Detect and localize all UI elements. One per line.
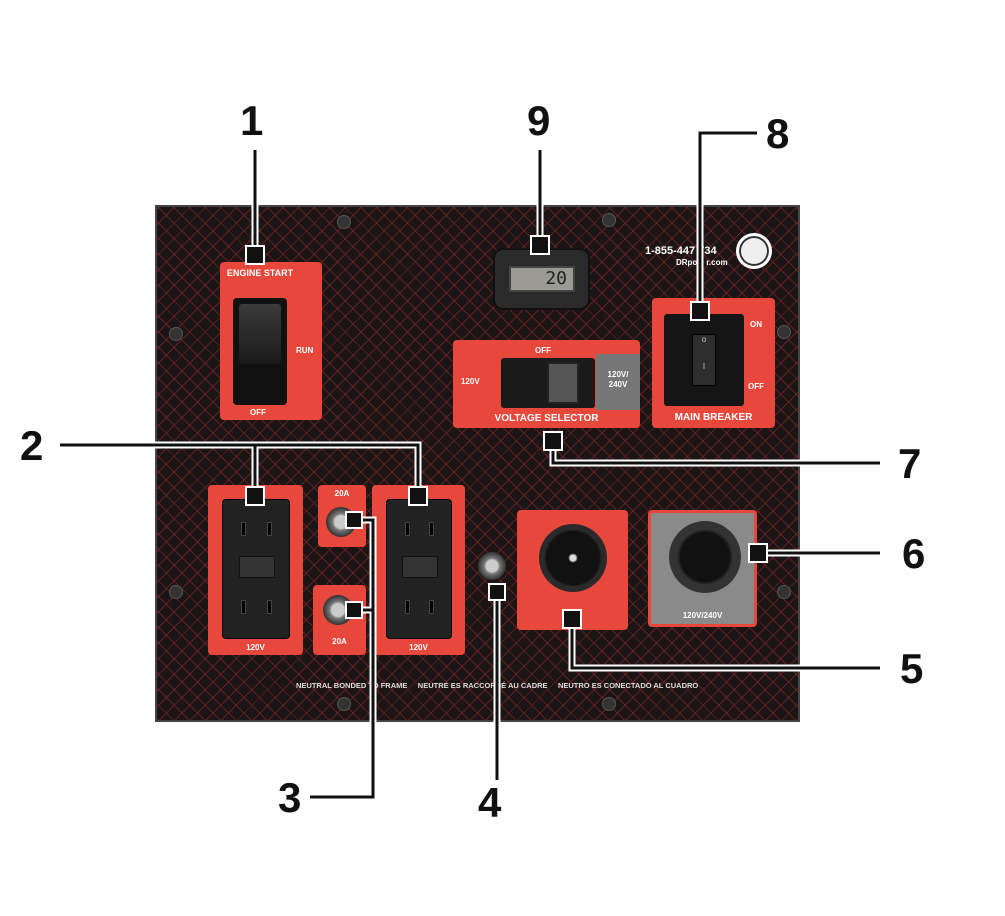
voltage-selector-switch[interactable] bbox=[501, 358, 595, 408]
screw bbox=[777, 585, 791, 599]
callout-1: 1 bbox=[240, 97, 264, 144]
callout-2: 2 bbox=[20, 422, 44, 469]
callout-3: 3 bbox=[278, 774, 302, 821]
callout-8: 8 bbox=[766, 110, 790, 157]
engine-start-label: ENGINE START bbox=[226, 268, 294, 278]
screw bbox=[602, 697, 616, 711]
left-gfci-outlet[interactable] bbox=[222, 499, 290, 639]
breaker-on-label: ON bbox=[750, 320, 762, 329]
right-outlet-voltage: 120V bbox=[409, 643, 428, 652]
hour-meter-display: 20 bbox=[509, 266, 575, 292]
callout-9: 9 bbox=[527, 97, 551, 144]
off-label: OFF bbox=[250, 408, 266, 417]
voltage-120-240v-label: 120V/ 240V bbox=[607, 370, 629, 389]
breaker-off-label: OFF bbox=[748, 382, 764, 391]
callout-5: 5 bbox=[900, 645, 924, 692]
breaker-20a-top-plate: 20A bbox=[318, 485, 366, 547]
phone-number-start: 1-855-447 bbox=[645, 245, 696, 257]
breaker-bottom-rating: 20A bbox=[332, 637, 347, 646]
left-outlet-plate: 120V bbox=[208, 485, 303, 655]
voltage-off-label: OFF bbox=[535, 346, 551, 355]
screw bbox=[169, 585, 183, 599]
ground-terminal[interactable] bbox=[478, 552, 506, 580]
main-breaker-label: MAIN BREAKER bbox=[674, 412, 753, 423]
phone-support-icon bbox=[736, 233, 772, 269]
callout-4: 4 bbox=[478, 779, 502, 826]
callout-6: 6 bbox=[902, 530, 926, 577]
screw bbox=[337, 697, 351, 711]
voltage-selector-label: VOLTAGE SELECTOR bbox=[494, 413, 599, 424]
twist-lock-30a-receptacle[interactable] bbox=[539, 524, 607, 592]
screw bbox=[337, 215, 351, 229]
run-label: RUN bbox=[296, 346, 314, 355]
engine-start-plate: ENGINE START RUN OFF bbox=[220, 262, 322, 420]
breaker-top-rating: 20A bbox=[334, 489, 350, 498]
hour-meter: 20 bbox=[493, 248, 590, 310]
neutral-bonding-notice: NEUTRAL BONDED TO FRAME NEUTRE ES RACCOR… bbox=[296, 681, 699, 690]
twist-lock-240v-label: 120V/240V bbox=[682, 611, 723, 620]
voltage-120v-label: 120V bbox=[461, 377, 480, 386]
callout-7: 7 bbox=[898, 440, 922, 487]
twist-lock-240v-plate: 120V/240V bbox=[648, 510, 757, 627]
screw bbox=[602, 213, 616, 227]
breaker-20a-bottom-plate: 20A bbox=[313, 585, 366, 655]
left-outlet-voltage: 120V bbox=[246, 643, 265, 652]
voltage-selector-plate: OFF 120V 120V/ 240V VOLTAGE SELECTOR bbox=[453, 340, 640, 428]
twist-lock-240v-receptacle[interactable] bbox=[669, 521, 741, 593]
website: DRpo r.com bbox=[676, 258, 728, 267]
engine-rocker-switch[interactable] bbox=[233, 298, 287, 405]
screw bbox=[169, 327, 183, 341]
screw bbox=[777, 325, 791, 339]
